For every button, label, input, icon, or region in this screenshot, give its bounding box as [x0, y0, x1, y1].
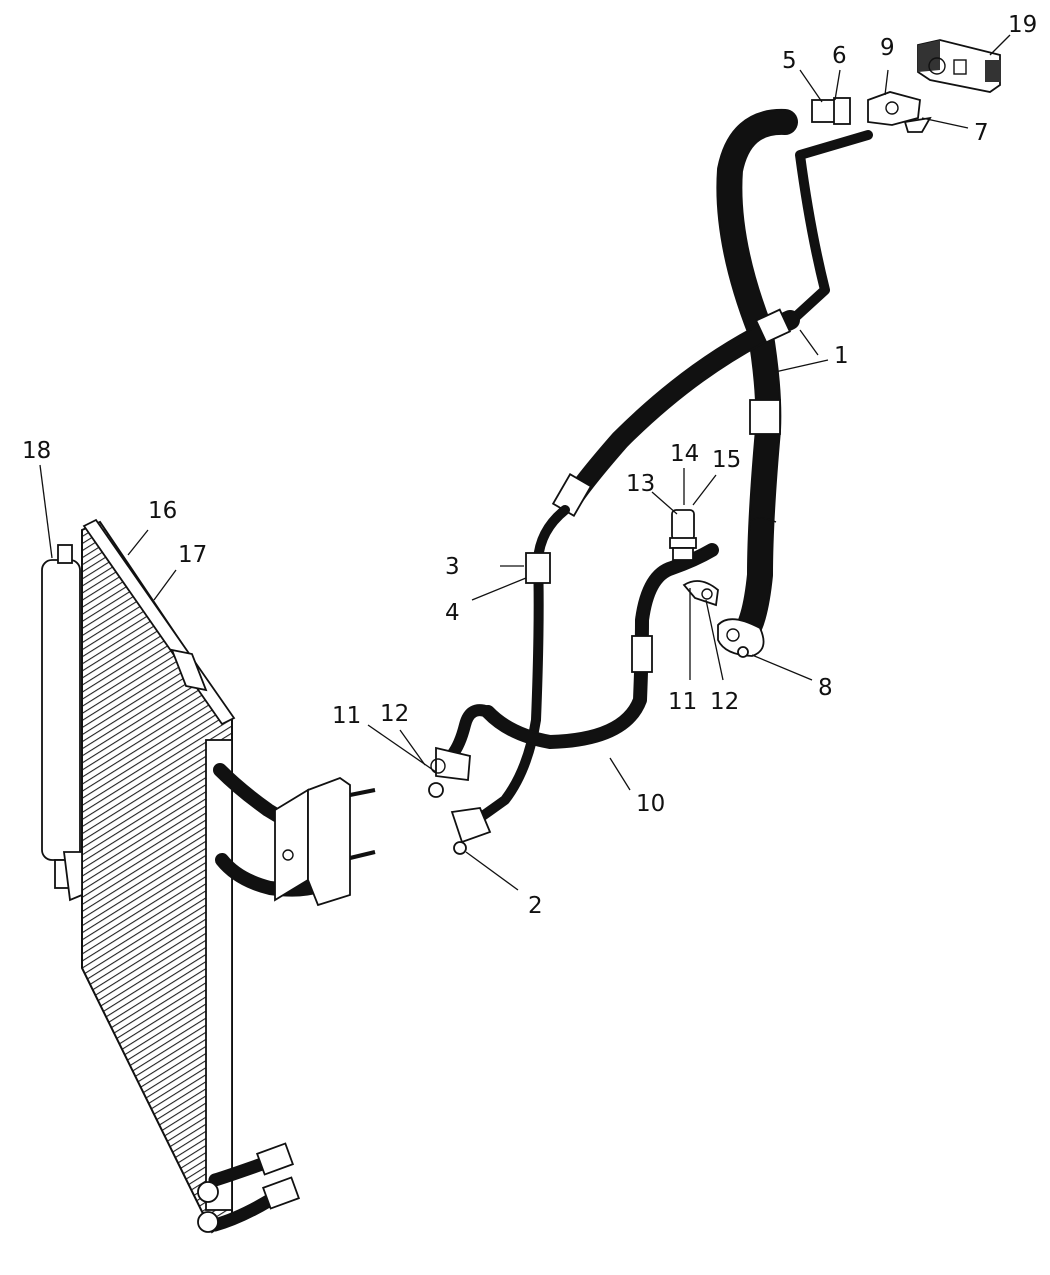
leader-lines	[39, 34, 1011, 891]
callout-11-right: 11	[668, 689, 697, 715]
callout-17: 17	[178, 542, 207, 568]
condenser-outlet-fittings	[197, 1142, 301, 1233]
callout-15: 15	[712, 447, 741, 473]
suction-hose	[716, 108, 798, 658]
callout-7: 7	[974, 120, 989, 146]
condenser	[81, 518, 301, 1234]
callout-1: 1	[834, 343, 849, 369]
receiver-drier	[41, 544, 83, 902]
callout-10: 10	[636, 791, 665, 817]
callout-14: 14	[670, 441, 699, 467]
callout-4: 4	[445, 600, 460, 626]
condenser-inlet-lines	[213, 763, 376, 907]
callout-2: 2	[528, 893, 543, 919]
callout-11-left: 11	[332, 703, 361, 729]
callout-12-left: 12	[380, 701, 409, 727]
condenser-side-tank	[205, 739, 233, 1211]
callout-labels: 1 2 3 4 5 6 7 8 9 10 11 11 12 12 13 14 1…	[22, 12, 1037, 919]
condenser-label-tab	[170, 648, 208, 692]
callout-9: 9	[880, 35, 895, 61]
callout-3: 3	[445, 554, 460, 580]
callout-8: 8	[818, 675, 833, 701]
callout-18: 18	[22, 438, 51, 464]
callout-19: 19	[1008, 12, 1037, 38]
callout-16: 16	[148, 498, 177, 524]
callout-6: 6	[832, 43, 847, 69]
callout-12-right: 12	[710, 689, 739, 715]
liquid-line	[450, 130, 873, 855]
callout-13: 13	[626, 471, 655, 497]
callout-5: 5	[782, 48, 797, 74]
expansion-valve-fittings	[811, 91, 932, 133]
expansion-valve	[917, 39, 1001, 93]
pressure-switch	[669, 509, 697, 561]
discharge-hose	[428, 543, 719, 798]
